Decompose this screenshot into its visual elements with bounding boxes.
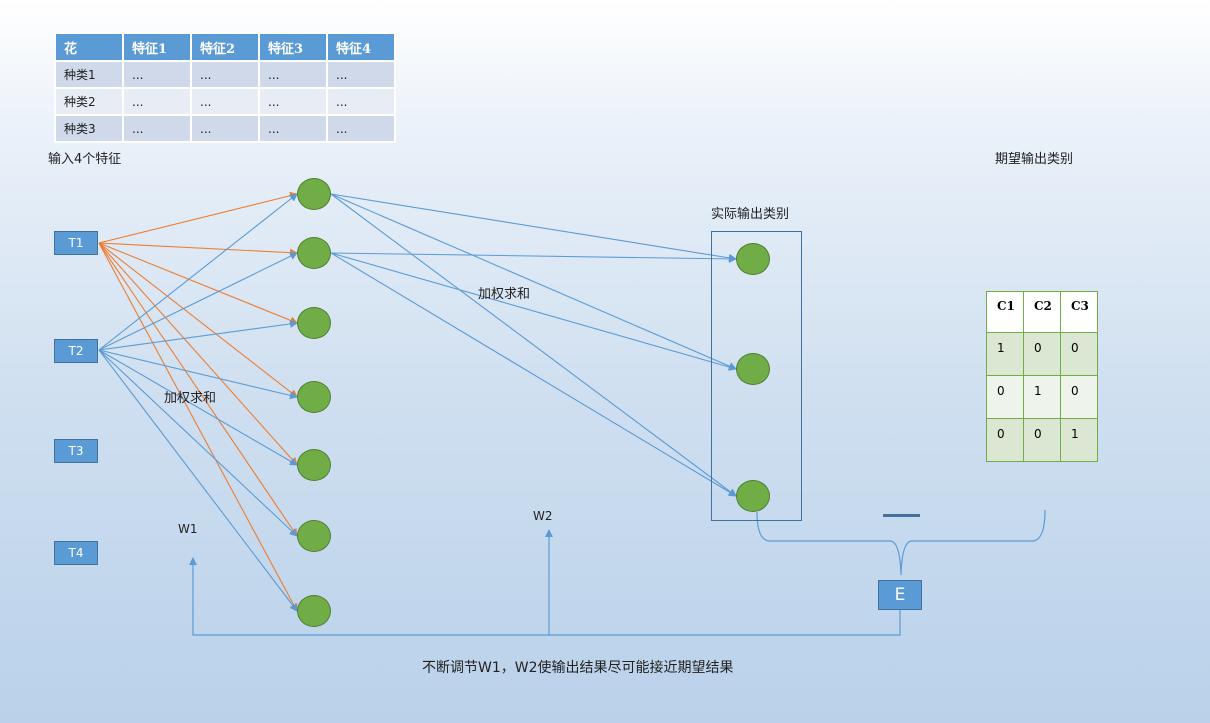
hidden-output-connection bbox=[330, 193, 737, 370]
error-box: E bbox=[878, 580, 922, 610]
hidden-neuron bbox=[297, 449, 331, 481]
t1-connection bbox=[98, 242, 298, 257]
t1-connection bbox=[98, 242, 298, 466]
table-cell: 0 bbox=[986, 375, 1024, 419]
input-node-t3: T3 bbox=[54, 439, 98, 463]
actual-output-caption: 实际输出类别 bbox=[711, 207, 790, 222]
header-cell: 特征3 bbox=[258, 32, 328, 62]
table-row: 种类3 ... ... ... ... bbox=[54, 114, 396, 143]
table-row: 0 0 1 bbox=[986, 418, 1098, 462]
w1-label: W1 bbox=[178, 522, 198, 536]
input-node-t1: T1 bbox=[54, 231, 98, 255]
hidden-neuron bbox=[297, 381, 331, 413]
header-cell: 特征4 bbox=[326, 32, 396, 62]
t2-connection bbox=[98, 349, 298, 466]
hidden-neuron bbox=[297, 178, 331, 210]
table-cell: 0 bbox=[986, 418, 1024, 462]
table-cell: ... bbox=[326, 114, 396, 143]
t1-connection bbox=[98, 242, 298, 398]
table-cell: ... bbox=[326, 87, 396, 116]
table-cell: ... bbox=[122, 60, 192, 89]
table-cell: 种类3 bbox=[54, 114, 124, 143]
table-row: 1 0 0 bbox=[986, 332, 1098, 376]
table-cell: ... bbox=[190, 114, 260, 143]
input-caption: 输入4个特征 bbox=[48, 152, 122, 167]
hidden-neuron bbox=[297, 237, 331, 269]
w2-label: W2 bbox=[533, 509, 553, 523]
hidden-neuron bbox=[297, 520, 331, 552]
actual-output-frame bbox=[711, 231, 802, 521]
expected-output-caption: 期望输出类别 bbox=[995, 152, 1074, 167]
table-cell: ... bbox=[122, 87, 192, 116]
header-cell: C1 bbox=[986, 291, 1024, 333]
table-cell: 1 bbox=[1060, 418, 1098, 462]
weighted-sum-label-1: 加权求和 bbox=[164, 391, 217, 406]
input-node-t4: T4 bbox=[54, 541, 98, 565]
table-row: 0 1 0 bbox=[986, 375, 1098, 419]
table-cell: 种类2 bbox=[54, 87, 124, 116]
t2-connection bbox=[98, 252, 298, 351]
hidden-output-connection bbox=[330, 193, 737, 262]
hidden-output-connection bbox=[330, 252, 737, 263]
table-cell: 1 bbox=[1023, 375, 1061, 419]
output-neuron bbox=[736, 480, 770, 512]
input-node-t2: T2 bbox=[54, 339, 98, 363]
hidden-output-connection bbox=[330, 193, 737, 497]
t1-connection bbox=[98, 242, 298, 612]
t2-connection bbox=[98, 349, 298, 537]
table-cell: ... bbox=[122, 114, 192, 143]
weighted-sum-label-2: 加权求和 bbox=[478, 287, 531, 302]
t2-connection bbox=[98, 319, 298, 351]
expected-class-table: C1 C2 C3 1 0 0 0 1 0 0 0 1 bbox=[986, 291, 1098, 462]
table-cell: ... bbox=[190, 60, 260, 89]
table-cell: 0 bbox=[1023, 418, 1061, 462]
header-cell: C2 bbox=[1023, 291, 1061, 333]
table-cell: 1 bbox=[986, 332, 1024, 376]
edges-group bbox=[98, 191, 737, 612]
t2-connection bbox=[98, 193, 298, 351]
hidden-neuron bbox=[297, 307, 331, 339]
bottom-note: 不断调节W1，W2使输出结果尽可能接近期望结果 bbox=[422, 660, 734, 676]
table-cell: ... bbox=[326, 60, 396, 89]
t1-connection bbox=[98, 242, 298, 325]
table-cell: 0 bbox=[1023, 332, 1061, 376]
table-row: 种类2 ... ... ... ... bbox=[54, 87, 396, 116]
table-cell: 0 bbox=[1060, 332, 1098, 376]
table-cell: 0 bbox=[1060, 375, 1098, 419]
header-cell: 特征1 bbox=[122, 32, 192, 62]
table-cell: ... bbox=[190, 87, 260, 116]
header-cell: 特征2 bbox=[190, 32, 260, 62]
t2-connection bbox=[98, 349, 298, 400]
feature-table: 花 特征1 特征2 特征3 特征4 种类1 ... ... ... ... 种类… bbox=[54, 32, 396, 143]
t1-connection bbox=[98, 191, 298, 244]
table-cell: ... bbox=[258, 114, 328, 143]
table-cell: ... bbox=[258, 87, 328, 116]
t2-connection bbox=[98, 349, 298, 612]
hidden-neuron bbox=[297, 595, 331, 627]
hidden-output-connection bbox=[330, 252, 737, 371]
output-neuron bbox=[736, 243, 770, 275]
error-brace bbox=[756, 509, 1046, 576]
feedback-path bbox=[189, 557, 901, 636]
header-cell: C3 bbox=[1060, 291, 1098, 333]
table-cell: 种类1 bbox=[54, 60, 124, 89]
table-cell: ... bbox=[258, 60, 328, 89]
table-row: 种类1 ... ... ... ... bbox=[54, 60, 396, 89]
feature-table-header: 花 特征1 特征2 特征3 特征4 bbox=[54, 32, 396, 62]
output-neuron bbox=[736, 353, 770, 385]
t1-connection bbox=[98, 242, 298, 537]
minus-sign bbox=[883, 514, 920, 517]
header-cell: 花 bbox=[54, 32, 124, 62]
hidden-output-connection bbox=[330, 252, 737, 497]
class-table-header: C1 C2 C3 bbox=[986, 291, 1098, 333]
